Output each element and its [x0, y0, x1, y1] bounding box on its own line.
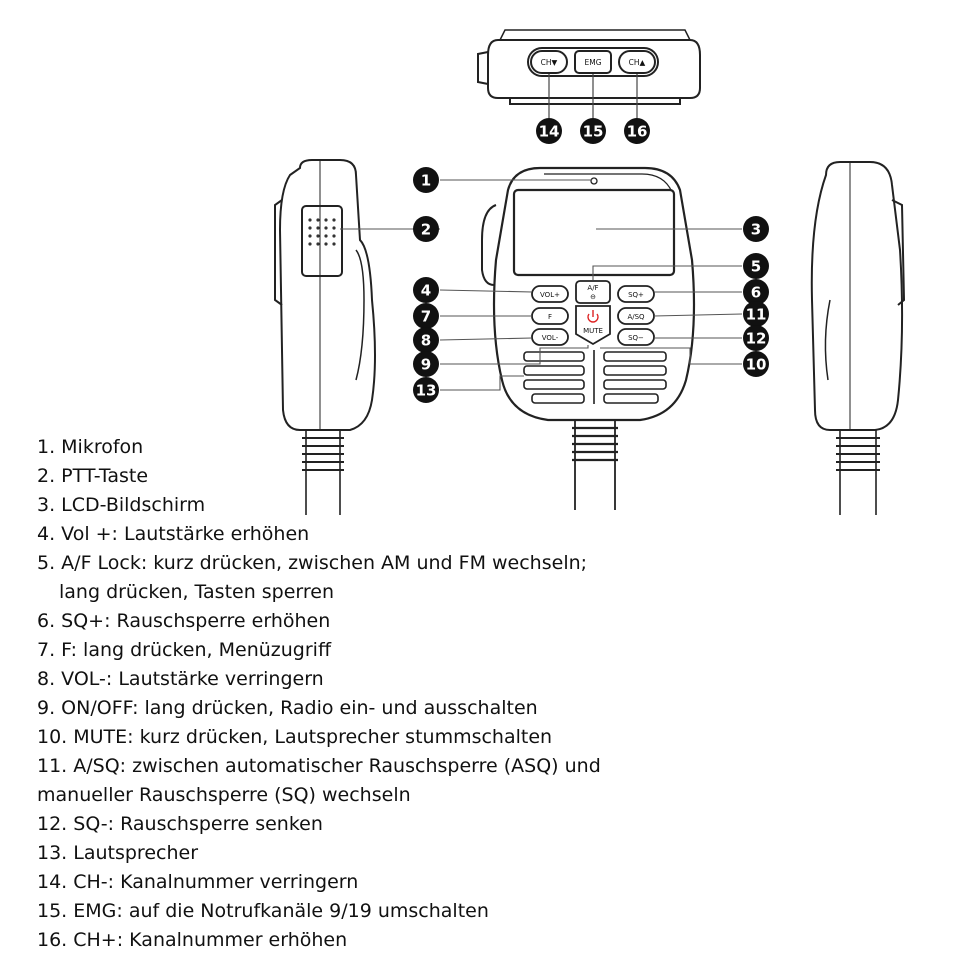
lcd-screen	[512, 188, 676, 277]
legend-item-2: 2. PTT-Taste	[37, 465, 149, 487]
svg-text:1: 1	[421, 172, 431, 190]
power-mute-button[interactable]: MUTE	[575, 305, 611, 346]
svg-text:2: 2	[421, 221, 431, 239]
callout-15: 15	[580, 118, 606, 144]
callout-13: 13	[413, 377, 439, 403]
svg-text:14: 14	[539, 123, 560, 141]
callout-12: 12	[743, 325, 769, 351]
svg-text:3: 3	[751, 221, 761, 239]
mic-hole	[590, 177, 598, 185]
svg-text:7: 7	[421, 308, 431, 326]
f-button[interactable]: F	[531, 307, 569, 325]
ch-up-button[interactable]: CH▲	[618, 50, 656, 74]
legend-item-6: 6. SQ+: Rauschsperre erhöhen	[37, 610, 331, 632]
svg-text:11: 11	[746, 306, 767, 324]
sq-up-button[interactable]: SQ+	[617, 285, 655, 303]
ch-down-button[interactable]: CH▼	[530, 50, 568, 74]
vol-down-label: VOL-	[542, 334, 559, 342]
ch-down-label: CH▼	[541, 58, 558, 67]
vol-down-button[interactable]: VOL-	[531, 328, 569, 346]
af-lock-label-top: A/F	[587, 284, 598, 292]
sq-down-label: SQ−	[628, 334, 644, 342]
asq-button[interactable]: A/SQ	[617, 307, 655, 325]
emg-label: EMG	[584, 58, 601, 67]
svg-text:5: 5	[751, 258, 761, 276]
legend-item-15: 15. EMG: auf die Notrufkanäle 9/19 umsch…	[37, 900, 489, 922]
speaker-grille	[523, 350, 667, 404]
legend-item-3: 3. LCD-Bildschirm	[37, 494, 206, 516]
svg-text:10: 10	[746, 356, 767, 374]
callout-16: 16	[624, 118, 650, 144]
power-icon	[587, 310, 599, 323]
callout-3: 3	[743, 216, 769, 242]
callout-6: 6	[743, 279, 769, 305]
legend-item-7: 7. F: lang drücken, Menüzugriff	[37, 639, 332, 661]
svg-text:4: 4	[421, 282, 431, 300]
svg-text:8: 8	[421, 332, 431, 350]
callout-2: 2	[413, 216, 439, 242]
svg-text:6: 6	[751, 284, 761, 302]
callout-10: 10	[743, 351, 769, 377]
legend-item-13: 13. Lautsprecher	[37, 842, 199, 864]
ch-up-label: CH▲	[629, 58, 646, 67]
legend-item-14: 14. CH-: Kanalnummer verringern	[37, 871, 359, 893]
mute-label: MUTE	[583, 327, 603, 335]
callout-4: 4	[413, 277, 439, 303]
legend-item-4: 4. Vol +: Lautstärke erhöhen	[37, 523, 310, 545]
af-lock-button[interactable]: A/F ⊖	[575, 280, 611, 304]
legend-item-1: 1. Mikrofon	[37, 436, 144, 458]
callout-14: 14	[536, 118, 562, 144]
svg-text:12: 12	[746, 330, 767, 348]
asq-label: A/SQ	[627, 313, 645, 321]
legend-item-10: 10. MUTE: kurz drücken, Lautsprecher stu…	[37, 726, 553, 748]
svg-text:15: 15	[583, 123, 604, 141]
svg-text:16: 16	[627, 123, 648, 141]
legend-item-9: 9. ON/OFF: lang drücken, Radio ein- und …	[37, 697, 538, 719]
ptt-grille	[308, 218, 336, 246]
callout-11: 11	[743, 301, 769, 327]
emg-button[interactable]: EMG	[574, 50, 612, 74]
legend-item-16: 16. CH+: Kanalnummer erhöhen	[37, 929, 348, 951]
legend-list: 1. Mikrofon 2. PTT-Taste 3. LCD-Bildschi…	[37, 433, 637, 955]
af-lock-label-bottom: ⊖	[590, 293, 596, 301]
sq-down-button[interactable]: SQ−	[617, 328, 655, 346]
front-view	[481, 166, 696, 510]
legend-item-5: 5. A/F Lock: kurz drücken, zwischen AM u…	[37, 552, 588, 574]
legend-item-11-continued: manueller Rauschsperre (SQ) wechseln	[37, 784, 411, 806]
vol-up-label: VOL+	[540, 291, 560, 299]
callout-5: 5	[743, 253, 769, 279]
legend-item-12: 12. SQ-: Rauschsperre senken	[37, 813, 323, 835]
svg-text:9: 9	[421, 356, 431, 374]
legend-item-5-continued: lang drücken, Tasten sperren	[59, 581, 335, 603]
top-leader-lines	[548, 74, 638, 118]
left-side-view	[274, 159, 376, 515]
vol-up-button[interactable]: VOL+	[531, 285, 569, 303]
callout-9: 9	[413, 351, 439, 377]
svg-text:13: 13	[416, 382, 437, 400]
right-side-view	[810, 161, 906, 515]
front-leader-lines	[340, 179, 743, 391]
legend-item-8: 8. VOL-: Lautstärke verringern	[37, 668, 324, 690]
callout-8: 8	[413, 327, 439, 353]
callout-1: 1	[413, 167, 439, 193]
legend-item-11: 11. A/SQ: zwischen automatischer Rauschs…	[37, 755, 601, 777]
callout-7: 7	[413, 303, 439, 329]
sq-up-label: SQ+	[628, 291, 644, 299]
f-label: F	[548, 313, 552, 321]
